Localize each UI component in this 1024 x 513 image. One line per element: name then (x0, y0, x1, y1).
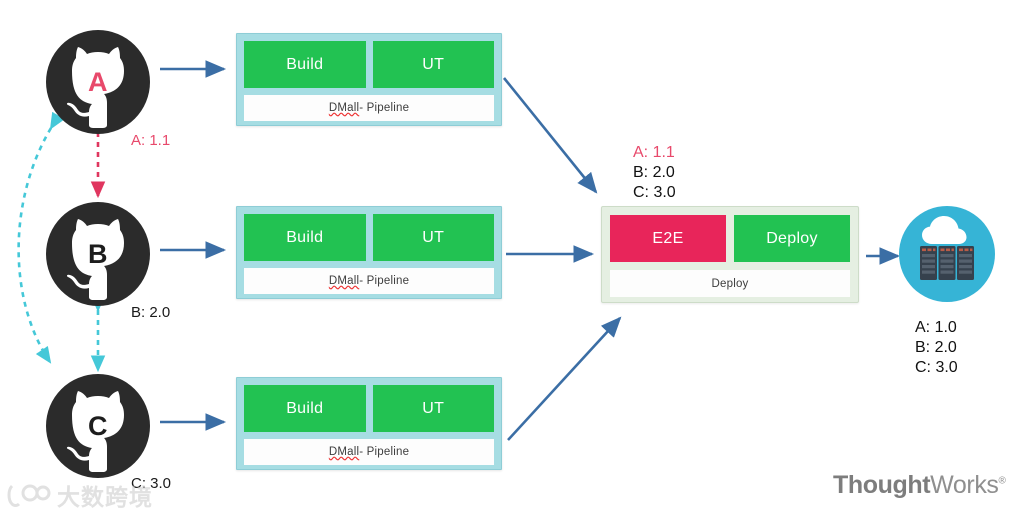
version-line-c: C: 3.0 (633, 184, 676, 201)
repo-node-a[interactable]: A (46, 30, 150, 134)
pipeline-name-prefix: DMall (328, 275, 360, 287)
stage-e2e[interactable]: E2E (610, 215, 726, 262)
repo-letter-a: A (88, 66, 108, 97)
pipeline-stages: Build UT (244, 214, 494, 261)
cloud-target-node[interactable] (899, 206, 995, 302)
arrow-pipeline-c-to-deploy (507, 316, 622, 441)
build-pipeline-a[interactable]: Build UT DMall - Pipeline (236, 33, 502, 126)
repo-version-a: A: 1.1 (131, 132, 171, 149)
watermark: 大数跨境 (6, 478, 153, 512)
dependency-arrow-a-c (17, 111, 65, 364)
pipeline-name-suffix: - Pipeline (359, 102, 410, 114)
deploy-pipeline-stages: E2E Deploy (610, 215, 850, 262)
stage-ut[interactable]: UT (372, 385, 494, 432)
cloud-deployed-versions: A: 1.0 B: 2.0 C: 3.0 (915, 318, 958, 378)
repo-version-c: C: 3.0 (131, 475, 172, 492)
repo-letter-c: C (88, 410, 108, 441)
deploy-incoming-versions: A: 1.1 B: 2.0 C: 3.0 (633, 143, 676, 203)
repo-version-b: B: 2.0 (131, 304, 171, 321)
deployed-version-c: C: 3.0 (915, 359, 958, 376)
logo-bold-part: Thought (833, 471, 931, 499)
version-line-b: B: 2.0 (633, 164, 675, 181)
pipeline-name-label: DMall - Pipeline (244, 268, 494, 294)
thoughtworks-logo: ThoughtWorks® (833, 471, 1006, 500)
pipeline-stages: Build UT (244, 41, 494, 88)
deploy-pipeline-name-label: Deploy (610, 270, 850, 297)
logo-registered-mark: ® (998, 475, 1006, 487)
stage-build[interactable]: Build (244, 385, 366, 432)
stage-build[interactable]: Build (244, 41, 366, 88)
logo-regular-part: Works (930, 471, 999, 499)
pipeline-name-prefix: DMall (328, 446, 360, 458)
stage-deploy[interactable]: Deploy (734, 215, 850, 262)
pipeline-name-suffix: - Pipeline (359, 446, 410, 458)
cloud-server-icon (920, 216, 974, 280)
build-pipeline-c[interactable]: Build UT DMall - Pipeline (236, 377, 502, 470)
pipeline-name-label: DMall - Pipeline (244, 95, 494, 121)
repo-letter-b: B (88, 238, 108, 269)
github-octocat-icon (66, 219, 124, 300)
stage-ut[interactable]: UT (372, 41, 494, 88)
pipeline-stages: Build UT (244, 385, 494, 432)
deploy-pipeline[interactable]: E2E Deploy Deploy (601, 206, 859, 303)
deployed-version-b: B: 2.0 (915, 339, 957, 356)
repo-node-b[interactable]: B (46, 202, 150, 306)
pipeline-name-prefix: DMall (328, 102, 360, 114)
watermark-text: 大数跨境 (57, 484, 153, 510)
github-octocat-icon (66, 47, 124, 128)
stage-build[interactable]: Build (244, 214, 366, 261)
pipeline-name-suffix: - Pipeline (359, 275, 410, 287)
stage-ut[interactable]: UT (372, 214, 494, 261)
deployed-version-a: A: 1.0 (915, 319, 957, 336)
arrow-pipeline-a-to-deploy (502, 77, 598, 194)
build-pipeline-b[interactable]: Build UT DMall - Pipeline (236, 206, 502, 299)
pipeline-name-label: DMall - Pipeline (244, 439, 494, 465)
repo-node-c[interactable]: C (46, 374, 150, 478)
watermark-logo-icon (7, 484, 51, 507)
version-line-a: A: 1.1 (633, 144, 675, 161)
github-octocat-icon (66, 391, 124, 472)
